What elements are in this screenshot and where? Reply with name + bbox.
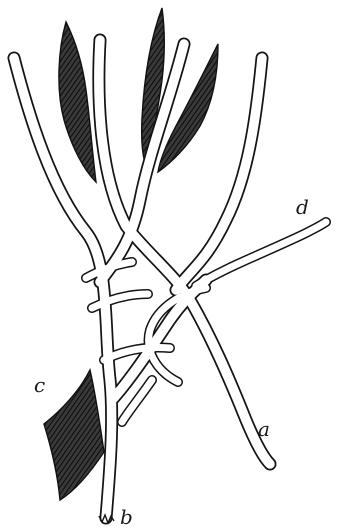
label-a: a xyxy=(258,417,270,441)
label-b: b xyxy=(120,505,133,528)
label-c: c xyxy=(34,373,45,397)
shaded-lobe-1 xyxy=(59,22,96,182)
shaded-tissue-group xyxy=(44,8,218,500)
label-d: d xyxy=(296,195,309,219)
shaded-tissue-c xyxy=(44,370,104,500)
